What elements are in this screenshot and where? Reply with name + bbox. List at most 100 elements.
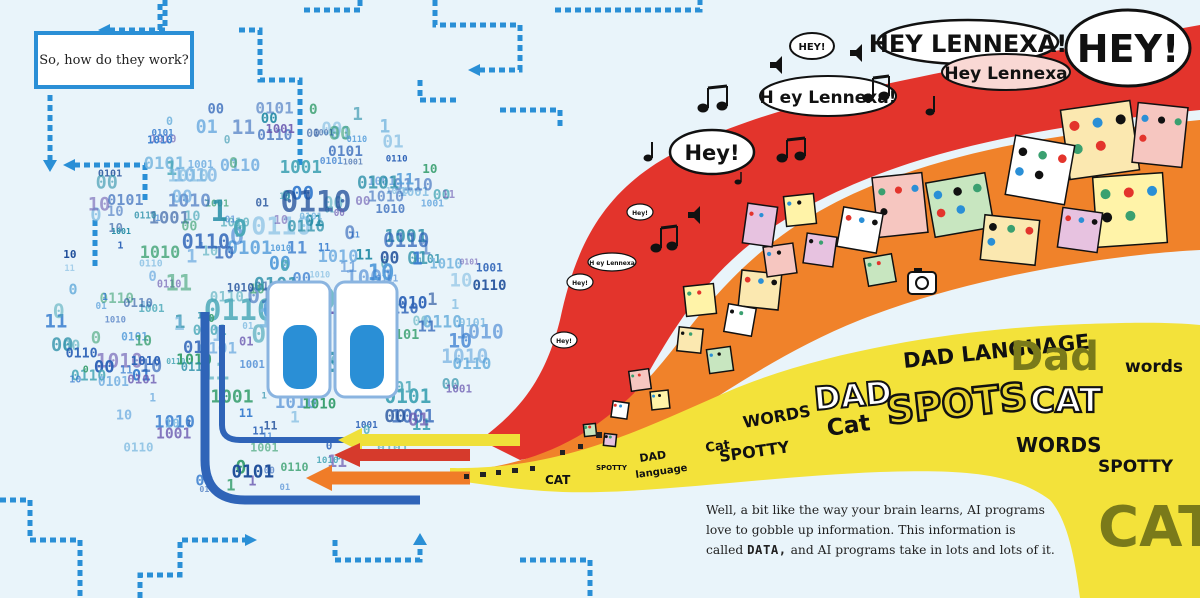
binary-digit-text: 1 <box>261 392 267 402</box>
binary-digit-text: 1 <box>451 298 459 313</box>
binary-digit-text: 0110 <box>386 154 408 164</box>
binary-digit-text: 1010 <box>220 214 250 229</box>
photo-card-dot <box>1115 114 1126 125</box>
binary-digit-text: 1 <box>290 408 300 427</box>
paragraph-part-2: and AI programs take in lots and lots of… <box>786 543 1055 557</box>
binary-digit-text: 0110 <box>220 155 260 175</box>
binary-digit-text: 0110 <box>473 278 507 294</box>
binary-digit-text: 1001 <box>205 199 229 210</box>
music-note-icon <box>697 84 728 113</box>
binary-digit-text: 1010 <box>270 244 291 254</box>
photo-card-dot <box>1058 154 1067 163</box>
music-note-icon <box>862 74 890 103</box>
binary-digit-text: 0101 <box>459 316 487 330</box>
photo-card <box>1091 171 1169 249</box>
paragraph-part-1: Well, a bit like the way your brain lear… <box>706 503 1045 557</box>
binary-digit-text: 1010 <box>227 282 254 295</box>
binary-digit-text: 10 <box>165 417 180 431</box>
binary-digit-text: 0 <box>233 215 248 243</box>
binary-digit-text: 0 <box>91 329 101 349</box>
binary-digit-text: 1010 <box>168 190 212 211</box>
photo-card-dot <box>739 311 744 316</box>
binary-digit-text: 00 <box>355 193 370 208</box>
photo-card-dot <box>619 404 623 408</box>
binary-digit-text: 00 <box>329 123 352 145</box>
binary-digit-text: 1001 <box>476 262 503 275</box>
speaker-icons <box>688 44 862 224</box>
binary-digit-text: 1010 <box>441 345 488 368</box>
binary-digit-text: 1 <box>174 314 185 335</box>
binary-digit-text: 1 <box>102 292 108 303</box>
binary-digit-text: 11 <box>418 317 436 335</box>
binary-digit-text: 11 <box>232 116 256 139</box>
photo-card-dot <box>1091 219 1098 225</box>
word-dad-small: DAD <box>639 448 667 465</box>
binary-digit-text: 00 <box>172 188 193 208</box>
binary-digit-text: 0101 <box>320 156 343 167</box>
binary-digit-text: 0101 <box>107 191 143 209</box>
binary-digit-text: 0101 <box>328 144 363 160</box>
binary-digit-text: 1 <box>186 246 197 268</box>
data-fragments <box>464 432 602 479</box>
photo-card-dot <box>1038 150 1047 160</box>
photo-card <box>741 202 779 248</box>
photo-card-dot <box>730 309 735 314</box>
question-text: So, how do they work? <box>39 52 189 68</box>
binary-digit-text: 0101 <box>255 99 293 118</box>
bubble-hey-lennexa-1 <box>941 53 1071 91</box>
binary-digit-text: 11 <box>252 426 265 438</box>
binary-digit-text: 10 <box>214 243 234 263</box>
binary-digit-text: 1 <box>379 117 390 138</box>
photo-card-dot <box>867 262 872 267</box>
photo-card-dot <box>808 239 814 244</box>
binary-digit-text: 01 <box>427 252 441 266</box>
photo-card-dot <box>608 435 612 439</box>
bubble-hey-lennexa-2 <box>759 75 897 117</box>
binary-digit-text: 1 <box>226 476 235 494</box>
photo-card-dot <box>894 186 903 194</box>
binary-digit-text: 0110 <box>134 210 157 221</box>
binary-digit-text: 1010 <box>150 132 176 145</box>
binary-digit-text: 10 <box>448 330 472 353</box>
binary-digit-text: 10 <box>116 408 132 424</box>
binary-digit-text: 00 <box>51 335 73 356</box>
question-box: So, how do they work? <box>34 31 194 89</box>
binary-digit-text: 0101 <box>299 212 322 223</box>
photo-card-dot <box>956 205 966 214</box>
binary-digit-text: 10 <box>135 334 152 350</box>
photo-card <box>1059 99 1141 181</box>
binary-digit-text: 1 <box>186 419 191 429</box>
binary-digit-text: 1001 <box>400 185 430 199</box>
binary-digit-text: 0110 <box>422 313 462 332</box>
speaker-icon <box>850 44 862 62</box>
binary-digit-text: 1001 <box>156 426 192 443</box>
binary-digit-text: 0 <box>166 114 173 128</box>
binary-digit-text: 0 <box>309 102 318 118</box>
binary-digit-text: 01 <box>183 338 204 358</box>
music-note-icon <box>650 224 678 253</box>
binary-digit-text: 0 <box>326 440 333 453</box>
binary-digit-text: 10 <box>141 301 152 311</box>
binary-digit-text: 1 <box>149 392 156 405</box>
binary-digit-text: 01 <box>382 133 403 153</box>
binary-digit-text: 01 <box>196 117 218 138</box>
photo-cards <box>582 99 1189 448</box>
binary-digit-text: 0110 <box>123 439 153 454</box>
word-dad-caps: DAD <box>812 373 893 418</box>
photo-card-dot <box>759 212 764 218</box>
robot-pupil-left <box>283 325 317 389</box>
binary-digit-text: 1001 <box>314 128 334 138</box>
photo-card-dot <box>584 425 588 429</box>
bubble-hey-small <box>789 32 835 60</box>
binary-digit-text: 00 <box>413 315 429 330</box>
photo-card-dot <box>637 373 641 377</box>
binary-digit-text: 0101 <box>121 330 148 343</box>
word-cat-big: CAT <box>1098 495 1200 560</box>
binary-digit-text: 01 <box>225 214 237 225</box>
binary-digit-text: 11 <box>64 264 74 274</box>
photo-card-dot <box>758 278 764 284</box>
binary-digit-text: 00 <box>94 357 115 377</box>
photo-card <box>610 400 630 420</box>
binary-digit-text: 0110 <box>280 460 308 474</box>
photo-card-dot <box>709 353 713 357</box>
